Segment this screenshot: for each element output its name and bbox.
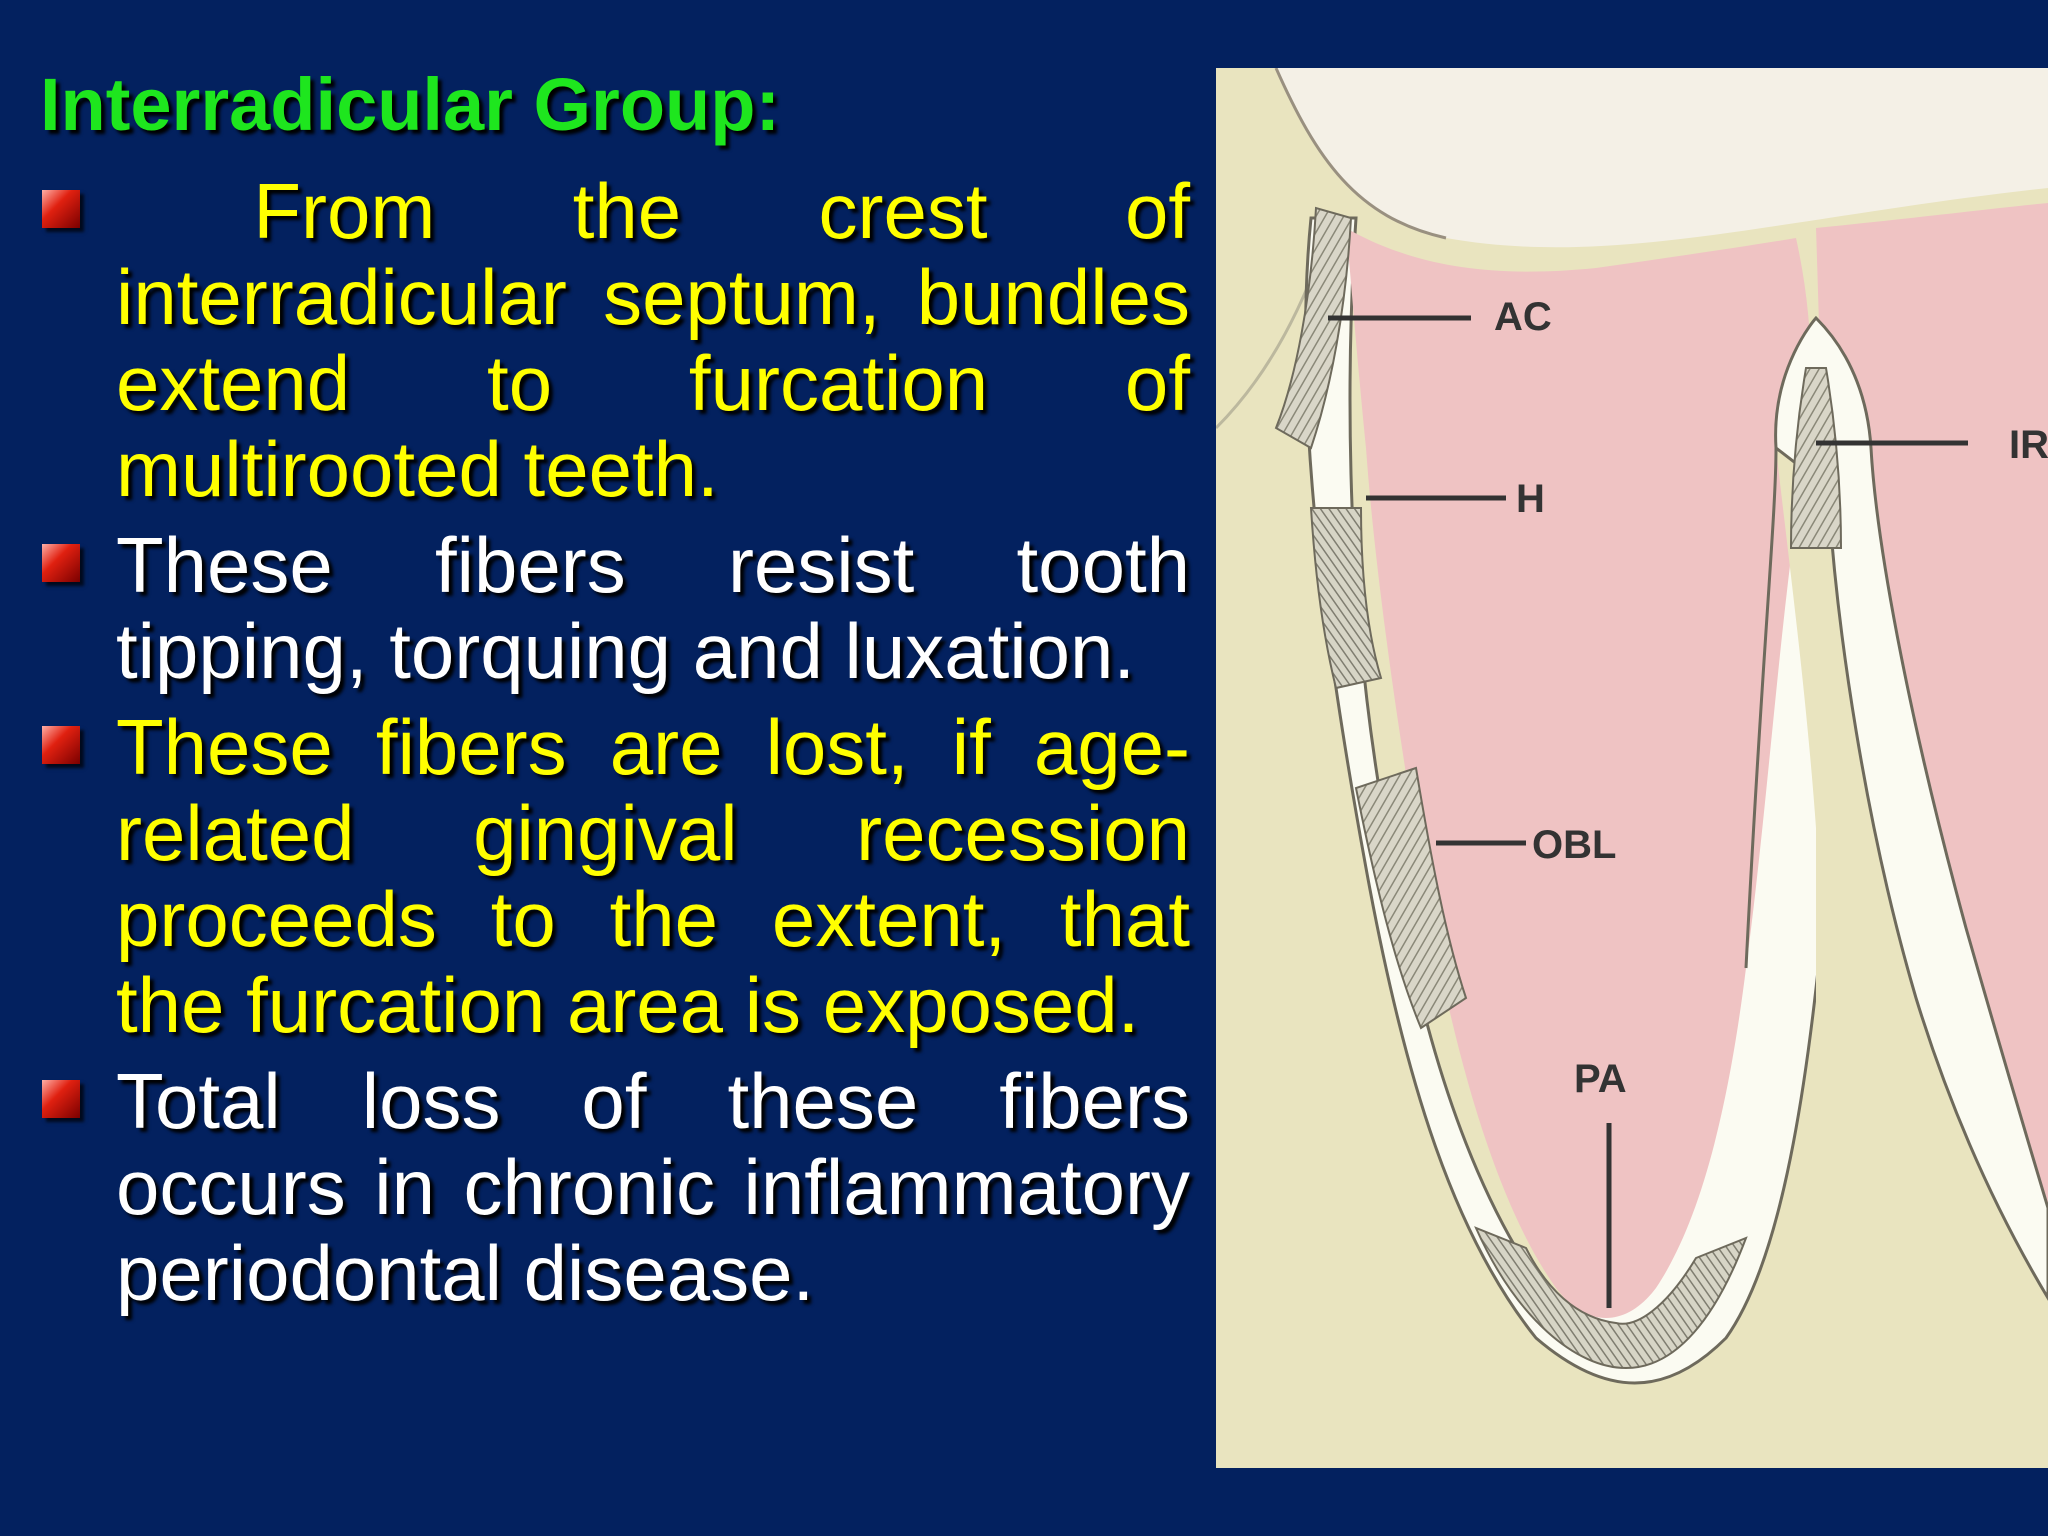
bullet-item: Total loss of these fibers occurs in chr… xyxy=(36,1058,1190,1316)
bullet-text: From the crest of interradicular septum,… xyxy=(116,167,1212,513)
interradicular-fibers xyxy=(1789,367,1843,549)
label-h: H xyxy=(1516,477,1545,521)
label-ac: AC xyxy=(1494,295,1552,339)
label-ir: IR xyxy=(2009,423,2048,467)
bullet-list: From the crest of interradicular septum,… xyxy=(36,168,1190,1326)
bullet-item: These fibers are lost, if age-related gi… xyxy=(36,704,1190,1048)
alveolar-crest-fibers xyxy=(1274,206,1353,450)
bullet-square-icon xyxy=(42,190,80,228)
crown-area xyxy=(1276,68,2048,248)
label-pa: PA xyxy=(1574,1057,1627,1101)
apical-fibers xyxy=(1474,1226,1748,1370)
label-obl: OBL xyxy=(1532,823,1616,867)
bullet-item: From the crest of interradicular septum,… xyxy=(36,168,1190,512)
bullet-square-icon xyxy=(42,726,80,764)
periodontal-ligament-diagram: AC H IR OBL PA xyxy=(1216,68,2048,1468)
bullet-square-icon xyxy=(42,544,80,582)
slide-title: Interradicular Group: xyxy=(40,63,781,146)
bullet-square-icon xyxy=(42,1080,80,1118)
horizontal-fibers xyxy=(1309,507,1383,690)
bullet-text: These fibers resist tooth tipping, torqu… xyxy=(116,521,1190,695)
bullet-item: These fibers resist tooth tipping, torqu… xyxy=(36,522,1190,694)
bullet-text: Total loss of these fibers occurs in chr… xyxy=(116,1057,1190,1317)
oblique-fibers xyxy=(1354,766,1468,1030)
bullet-text: These fibers are lost, if age-related gi… xyxy=(116,703,1190,1049)
